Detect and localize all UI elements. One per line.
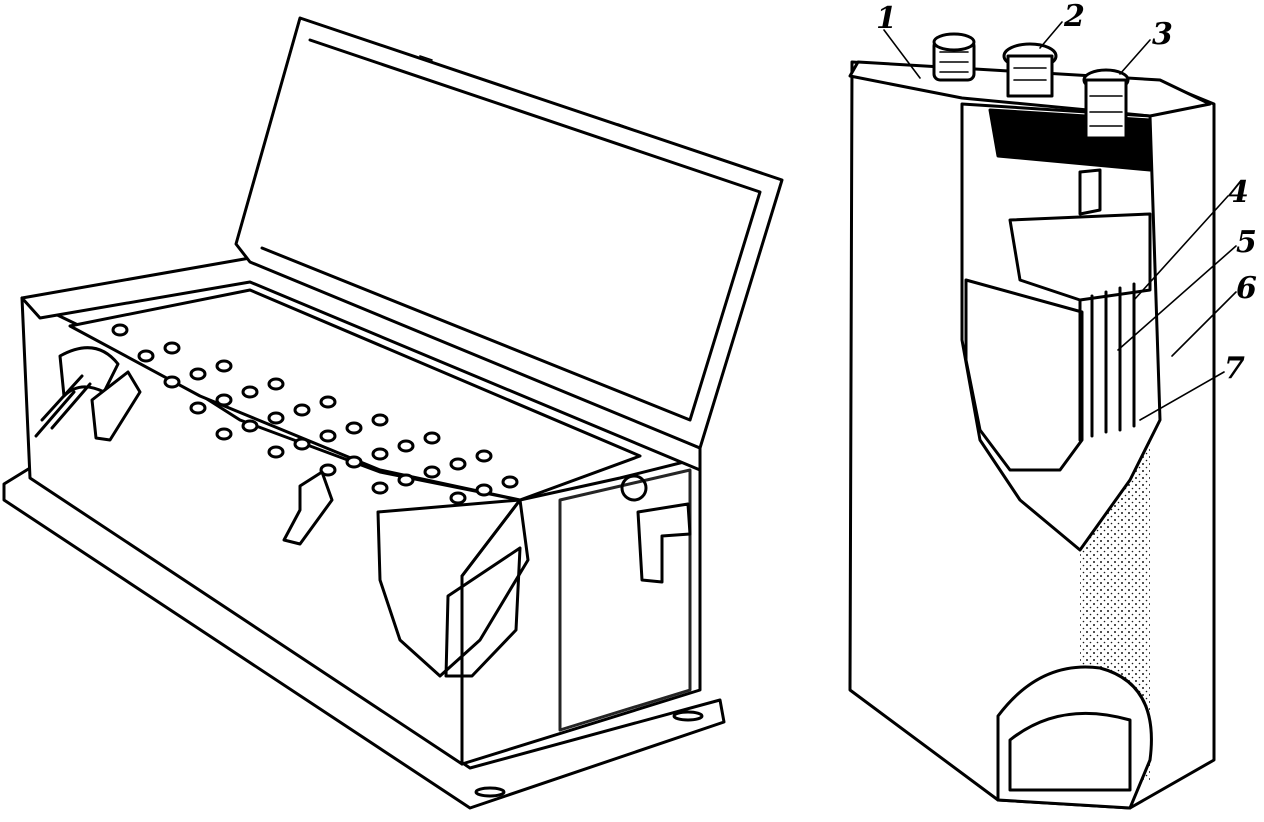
wood-separator: [444, 546, 522, 678]
terminal-post: [371, 447, 389, 461]
callout-7-number: 7: [1224, 351, 1245, 386]
callout-4-number: 4: [1228, 175, 1249, 210]
terminal-post: [345, 421, 363, 435]
callout-2: 2: [1039, 0, 1085, 49]
callout-2-number: 2: [1063, 0, 1085, 34]
terminal-post: [215, 427, 233, 441]
terminal-post: [267, 445, 285, 459]
callout-6-number: 6: [1236, 271, 1257, 306]
box-lid: [234, 16, 784, 450]
terminal-post: [423, 465, 441, 479]
terminal-post: [163, 375, 181, 389]
battery-box: [2, 16, 784, 810]
terminal-post: [267, 411, 285, 425]
callout-3: 3: [1119, 17, 1173, 75]
terminal-post: [215, 359, 233, 373]
terminal-post: [137, 349, 155, 363]
terminal-1: [932, 32, 976, 82]
cable-lug-left: [34, 346, 120, 438]
terminal-post: [215, 393, 233, 407]
electrode-plates: [1078, 282, 1136, 442]
terminal-post: [111, 323, 129, 337]
terminal-post: [449, 457, 467, 471]
cell-terminals: [111, 323, 519, 505]
callout-1: 1: [876, 1, 921, 79]
callout-1-number: 1: [876, 1, 897, 36]
terminal-post: [319, 429, 337, 443]
terminal-post: [241, 419, 259, 433]
terminal-post: [189, 367, 207, 381]
callout-4: 4: [1133, 175, 1249, 301]
cell-cutaway: [376, 498, 530, 678]
terminal-post: [163, 341, 181, 355]
mounting-slot-right: [672, 710, 704, 722]
mounting-slot-front: [474, 786, 506, 798]
terminal-post: [371, 413, 389, 427]
front-handle: [282, 470, 334, 546]
terminal-post: [345, 455, 363, 469]
electrolyte-block: [964, 278, 1084, 472]
connector-strap: [1078, 168, 1102, 216]
terminal-post: [267, 377, 285, 391]
callout-3-number: 3: [1152, 17, 1173, 52]
terminal-post: [319, 395, 337, 409]
terminal-post: [475, 449, 493, 463]
terminal-post: [423, 431, 441, 445]
end-latch: [636, 502, 692, 584]
terminal-post: [293, 403, 311, 417]
terminal-post: [397, 473, 415, 487]
terminal-post: [501, 475, 519, 489]
bottom-sediment: [1008, 711, 1132, 792]
cell-cutaway-view: [848, 32, 1216, 810]
callout-7: 7: [1139, 351, 1245, 421]
callout-5: 5: [1117, 225, 1257, 351]
terminal-post: [241, 385, 259, 399]
lid-inner-edge: [260, 38, 762, 422]
terminal-post: [319, 463, 337, 477]
terminal-post: [397, 439, 415, 453]
terminal-3: [1082, 68, 1130, 140]
terminal-post: [371, 481, 389, 495]
side-handle: [90, 370, 142, 442]
terminal-post: [293, 437, 311, 451]
callout-6: 6: [1171, 271, 1257, 357]
lid-hinge-ring: [620, 474, 648, 502]
terminal-post: [475, 483, 493, 497]
vent-plug-2: [1002, 42, 1058, 98]
cell-bottom-cutaway: [996, 665, 1153, 810]
terminal-post: [189, 401, 207, 415]
callout-5-number: 5: [1236, 225, 1257, 260]
terminal-post: [449, 491, 467, 505]
callouts: 1 2 3 4 5 6 7: [876, 0, 1257, 421]
lid-hinge-marks: [419, 55, 641, 133]
plates-angled: [1008, 212, 1152, 302]
